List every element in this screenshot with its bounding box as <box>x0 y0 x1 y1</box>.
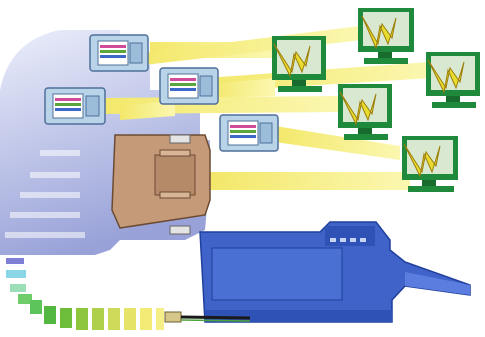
network-jack-icon <box>159 67 219 105</box>
db25-connector-icon <box>111 134 211 235</box>
computer-icon <box>426 52 480 108</box>
computer-icon <box>338 84 392 140</box>
network-jack-icon <box>89 34 149 72</box>
network-jack-icon <box>219 114 279 152</box>
signal-ramp-icon <box>6 258 164 330</box>
network-jack-icon <box>44 87 106 125</box>
backdrop-steps <box>5 150 85 238</box>
printer-cable <box>164 311 251 323</box>
printer-icon <box>199 221 471 323</box>
computer-icon <box>272 36 326 92</box>
computer-icon <box>402 136 458 192</box>
computer-icon <box>358 8 414 64</box>
